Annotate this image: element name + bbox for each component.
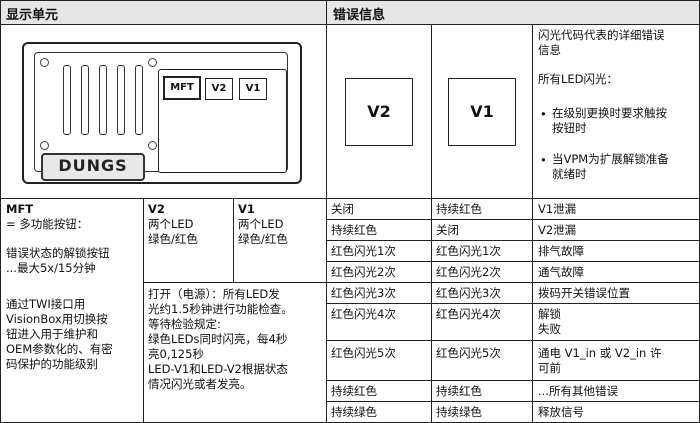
v2-col-title: V2 — [148, 202, 165, 216]
divider-v2v1-col — [233, 198, 234, 282]
row7-msg-line2: 可前 — [538, 361, 561, 375]
table-header: 显示单元 错误信息 — [0, 0, 700, 25]
row6-msg: 解锁 — [538, 307, 561, 321]
divider-mft-col — [143, 198, 144, 423]
row-line-8 — [326, 401, 700, 402]
mft-desc-1: = 多功能按钮： — [6, 217, 89, 231]
divider-v1-col — [431, 24, 432, 423]
info-all-led: 所有LED闪光： — [538, 72, 619, 86]
divider-power-row — [143, 282, 326, 283]
led-panel: MFT V2 V1 — [158, 69, 287, 173]
row-line-5 — [326, 303, 700, 304]
v1-led: V1 — [239, 78, 267, 100]
power-line-5: 亮0,125秒 — [148, 347, 204, 361]
divider-main — [326, 0, 327, 423]
bullet-icon: • — [540, 153, 547, 167]
header-error-info: 错误信息 — [333, 8, 386, 23]
row6-msg-line2: 失败 — [538, 322, 561, 336]
power-line-6: LED-V1和LED-V2根据状态 — [148, 362, 288, 376]
border-top — [0, 0, 700, 1]
divider-top-section — [0, 198, 700, 199]
v2-led: V2 — [205, 78, 233, 100]
row-line-3 — [326, 261, 700, 262]
vent-slot — [81, 65, 89, 135]
code-box-v2: V2 — [345, 78, 413, 146]
row8-v2: 持续红色 — [331, 384, 377, 398]
row2-v2: 持续红色 — [331, 223, 377, 237]
info-bullet2-line2: 就绪时 — [552, 167, 587, 181]
row6-v2: 红色闪光4次 — [331, 307, 396, 321]
row5-v1: 红色闪光3次 — [436, 286, 501, 300]
display-unit-illustration: MFT V2 V1 DUNGS — [22, 42, 302, 184]
power-line-7: 情况闪光或者发亮。 — [148, 377, 252, 391]
row2-msg: V2泄漏 — [538, 223, 577, 237]
mft-desc-4: 通过TWI接口用 — [6, 297, 86, 311]
info-bullet1-line2: 按钮时 — [552, 121, 587, 135]
row2-v1: 关闭 — [436, 223, 459, 237]
v2-col-line1: 两个LED — [148, 217, 194, 231]
row7-v2: 红色闪光5次 — [331, 346, 396, 360]
info-bullet2-line1: 当VPM为扩展解锁准备 — [552, 152, 669, 166]
power-line-2: 光约1.5秒钟进行功能检查。 — [148, 302, 293, 316]
mft-desc-3: ...最大5x/15分钟 — [6, 261, 96, 275]
row6-v1: 红色闪光4次 — [436, 307, 501, 321]
mft-desc-8: 码保护的功能级别 — [6, 357, 98, 371]
device-inner-frame: MFT V2 V1 DUNGS — [34, 52, 288, 181]
screw-icon — [148, 58, 157, 67]
mft-title: MFT — [6, 202, 34, 216]
vent-slot — [117, 65, 125, 135]
mft-desc-5: VisionBox用切换按 — [6, 312, 108, 326]
row4-v2: 红色闪光2次 — [331, 265, 396, 279]
row3-v2: 红色闪光1次 — [331, 244, 396, 258]
row5-v2: 红色闪光3次 — [331, 286, 396, 300]
v2-col-line2: 绿色/红色 — [148, 232, 198, 246]
screw-icon — [40, 141, 49, 150]
divider-msg-col — [532, 24, 533, 423]
border-left — [0, 0, 1, 423]
row3-msg: 排气故障 — [538, 244, 584, 258]
header-display-unit: 显示单元 — [6, 8, 59, 23]
row1-v2: 关闭 — [331, 202, 354, 216]
mft-desc-6: 钮进入用于维护和 — [6, 327, 98, 341]
mft-desc-2: 错误状态的解锁按钮 — [6, 246, 110, 260]
vent-slot — [99, 65, 107, 135]
row8-msg: ...所有其他错误 — [538, 384, 618, 398]
v1-col-title: V1 — [238, 202, 255, 216]
vent-slot — [63, 65, 71, 135]
row-line-4 — [326, 282, 700, 283]
row-line-1 — [326, 219, 700, 220]
row-line-6 — [326, 340, 700, 341]
info-bullet1-line1: 在级别更换时要求触按 — [552, 106, 667, 120]
bullet-icon: • — [540, 107, 547, 121]
dungs-logo: DUNGS — [41, 153, 145, 181]
vent-slot — [135, 65, 143, 135]
code-box-v1: V1 — [448, 78, 516, 146]
row8-v1: 持续红色 — [436, 384, 482, 398]
v1-col-line1: 两个LED — [238, 217, 284, 231]
row7-msg: 通电 V1_in 或 V2_in 许 — [538, 346, 662, 360]
info-line-2: 信息 — [538, 43, 561, 57]
v1-col-line2: 绿色/红色 — [238, 232, 288, 246]
info-line-1: 闪光代码代表的详细错误 — [538, 28, 665, 42]
row3-v1: 红色闪光1次 — [436, 244, 501, 258]
row-line-7 — [326, 380, 700, 381]
mft-desc-7: OEM参数化的、有密 — [6, 342, 113, 356]
row5-msg: 拨码开关错误位置 — [538, 286, 630, 300]
row9-msg: 释放信号 — [538, 405, 584, 419]
row4-msg: 通气故障 — [538, 265, 584, 279]
power-line-4: 绿色LEDs同时闪亮，每4秒 — [148, 332, 288, 346]
row7-v1: 红色闪光5次 — [436, 346, 501, 360]
mft-button: MFT — [163, 76, 201, 100]
row1-v1: 持续红色 — [436, 202, 482, 216]
row-line-2 — [326, 240, 700, 241]
screw-icon — [40, 58, 49, 67]
power-line-3: 等待检验规定: — [148, 317, 221, 331]
row4-v1: 红色闪光2次 — [436, 265, 501, 279]
row9-v2: 持续绿色 — [331, 405, 377, 419]
power-line-1: 打开（电源）：所有LED发 — [148, 287, 280, 301]
screw-icon — [148, 141, 157, 150]
row9-v1: 持续绿色 — [436, 405, 482, 419]
row1-msg: V1泄漏 — [538, 202, 577, 216]
